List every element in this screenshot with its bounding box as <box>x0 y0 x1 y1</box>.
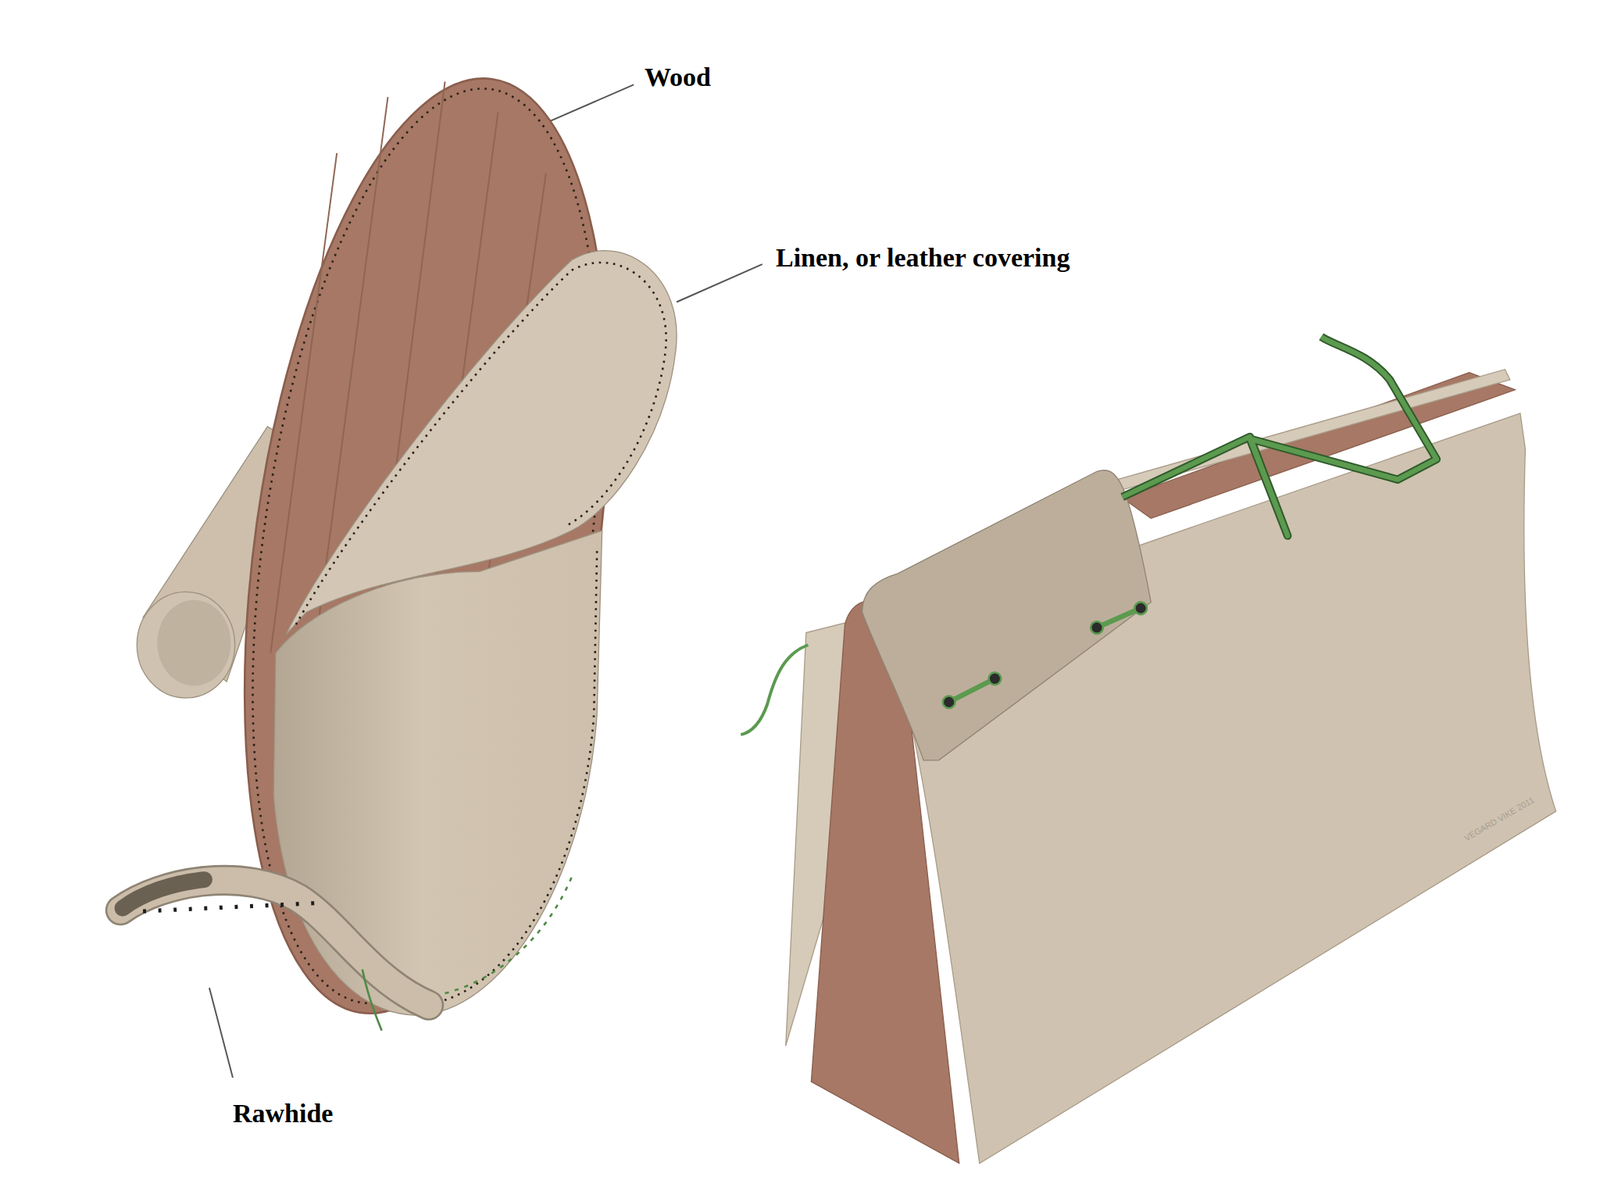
rim-section <box>740 336 1556 1164</box>
covering-stitching <box>418 550 598 1005</box>
covering-flap <box>285 250 677 635</box>
part-label: Wood <box>644 62 711 93</box>
leader-line <box>676 264 763 302</box>
leader-line <box>209 987 233 1078</box>
part-label: Linen, or leather covering <box>775 242 1070 273</box>
stitch-row <box>413 877 572 998</box>
rawhide-strip <box>120 879 429 1031</box>
covering-stitching <box>296 262 667 625</box>
part-label: Rawhide <box>232 1098 333 1129</box>
